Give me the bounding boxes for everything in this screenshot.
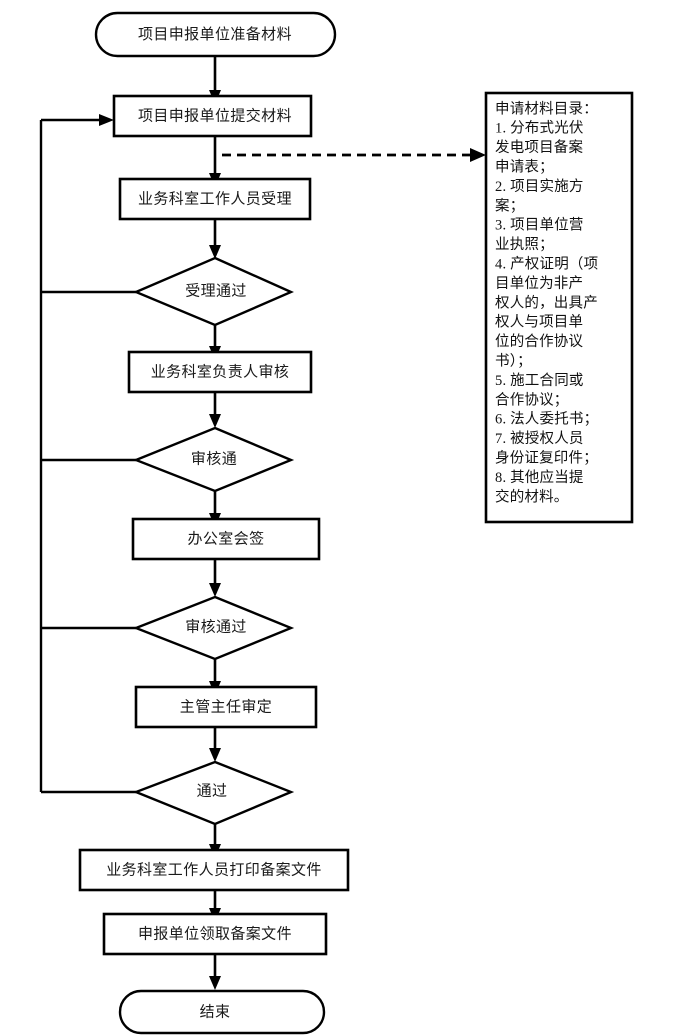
node-print-file[interactable]: 业务科室工作人员打印备案文件 (78, 848, 350, 892)
materials-panel-line: 权人的，出具产 (495, 294, 598, 311)
print-file-label: 业务科室工作人员打印备案文件 (106, 860, 322, 878)
materials-panel-line: 1. 分布式光伏 (495, 120, 584, 137)
materials-panel-line: 交的材料。 (495, 487, 569, 505)
decision-review2-shape (132, 595, 295, 661)
submit-shape (112, 94, 313, 138)
materials-panel-line: 2. 项目实施方 (495, 178, 584, 195)
materials-panel-line: 目单位为非产 (495, 275, 583, 292)
decision-review3-shape (132, 760, 295, 826)
node-accept[interactable]: 业务科室工作人员受理 (118, 177, 312, 221)
start-label: 项目申报单位准备材料 (138, 26, 292, 43)
submit-label: 项目申报单位提交材料 (138, 106, 292, 124)
node-decision-accept[interactable]: 受理通过 (132, 256, 294, 327)
collect-file-shape (102, 912, 328, 956)
node-review-lead[interactable]: 业务科室负责人审核 (127, 350, 313, 394)
node-end[interactable]: 结束 (118, 989, 326, 1035)
materials-panel-line: 5. 施工合同或 (495, 372, 584, 389)
materials-panel-line: 业执照； (495, 236, 554, 253)
materials-panel-line: 7. 被授权人员 (495, 430, 584, 447)
print-file-shape (78, 848, 350, 892)
materials-panel-line: 申请材料目录： (495, 100, 598, 117)
materials-panel-line: 3. 项目单位营 (495, 217, 584, 234)
office-sign-shape (131, 517, 321, 561)
node-decision-review1[interactable]: 审核通 (132, 426, 295, 493)
end-shape (118, 989, 326, 1035)
node-submit[interactable]: 项目申报单位提交材料 (112, 94, 313, 138)
materials-panel-line: 位的合作协议 (495, 333, 583, 350)
decision-review2-label: 审核通过 (185, 618, 247, 635)
decision-accept-shape (132, 256, 294, 327)
office-sign-label: 办公室会签 (187, 530, 264, 547)
arrowhead-decision2 (209, 414, 221, 428)
review-lead-shape (127, 350, 313, 394)
materials-panel-line: 书）； (495, 353, 532, 370)
decision-review1-label: 审核通 (191, 450, 237, 467)
materials-panel-line: 发电项目备案 (495, 138, 583, 156)
materials-panel-box (484, 91, 634, 524)
materials-panel-line: 合作协议； (495, 391, 569, 408)
arrowhead-decision4 (209, 748, 221, 762)
arrowhead-end (209, 976, 221, 990)
decision-review1-shape (132, 426, 295, 493)
accept-label: 业务科室工作人员受理 (138, 190, 292, 207)
director-approve-label: 主管主任审定 (180, 698, 272, 715)
materials-panel-line: 案； (495, 196, 524, 214)
materials-panel-line: 6. 法人委托书； (495, 411, 598, 428)
materials-panel-line: 权人与项目单 (495, 314, 583, 331)
decision-review3-label: 通过 (197, 782, 228, 799)
node-director-approve[interactable]: 主管主任审定 (134, 685, 318, 729)
materials-panel-line: 身份证复印件； (495, 449, 598, 467)
end-label: 结束 (200, 1003, 231, 1020)
node-collect-file[interactable]: 申报单位领取备案文件 (102, 912, 328, 956)
node-decision-review2[interactable]: 审核通过 (132, 595, 295, 661)
arrowhead-decision3 (209, 583, 221, 597)
decision-accept-label: 受理通过 (185, 282, 247, 299)
node-decision-review3[interactable]: 通过 (132, 760, 295, 826)
collect-file-label: 申报单位领取备案文件 (138, 924, 292, 942)
materials-panel-line: 4. 产权证明（项 (495, 256, 598, 273)
node-office-sign[interactable]: 办公室会签 (131, 517, 321, 561)
node-start[interactable]: 项目申报单位准备材料 (94, 11, 337, 58)
arrowhead-feedback-submit (99, 114, 114, 126)
materials-panel-line: 申请表； (495, 159, 554, 176)
start-shape (94, 11, 337, 58)
arrowhead-decision1 (209, 245, 221, 259)
arrowhead-panel (470, 148, 486, 162)
review-lead-label: 业务科室负责人审核 (151, 363, 290, 380)
materials-panel-line: 8. 其他应当提 (495, 468, 584, 486)
director-approve-shape (134, 685, 318, 729)
accept-shape (118, 177, 312, 221)
